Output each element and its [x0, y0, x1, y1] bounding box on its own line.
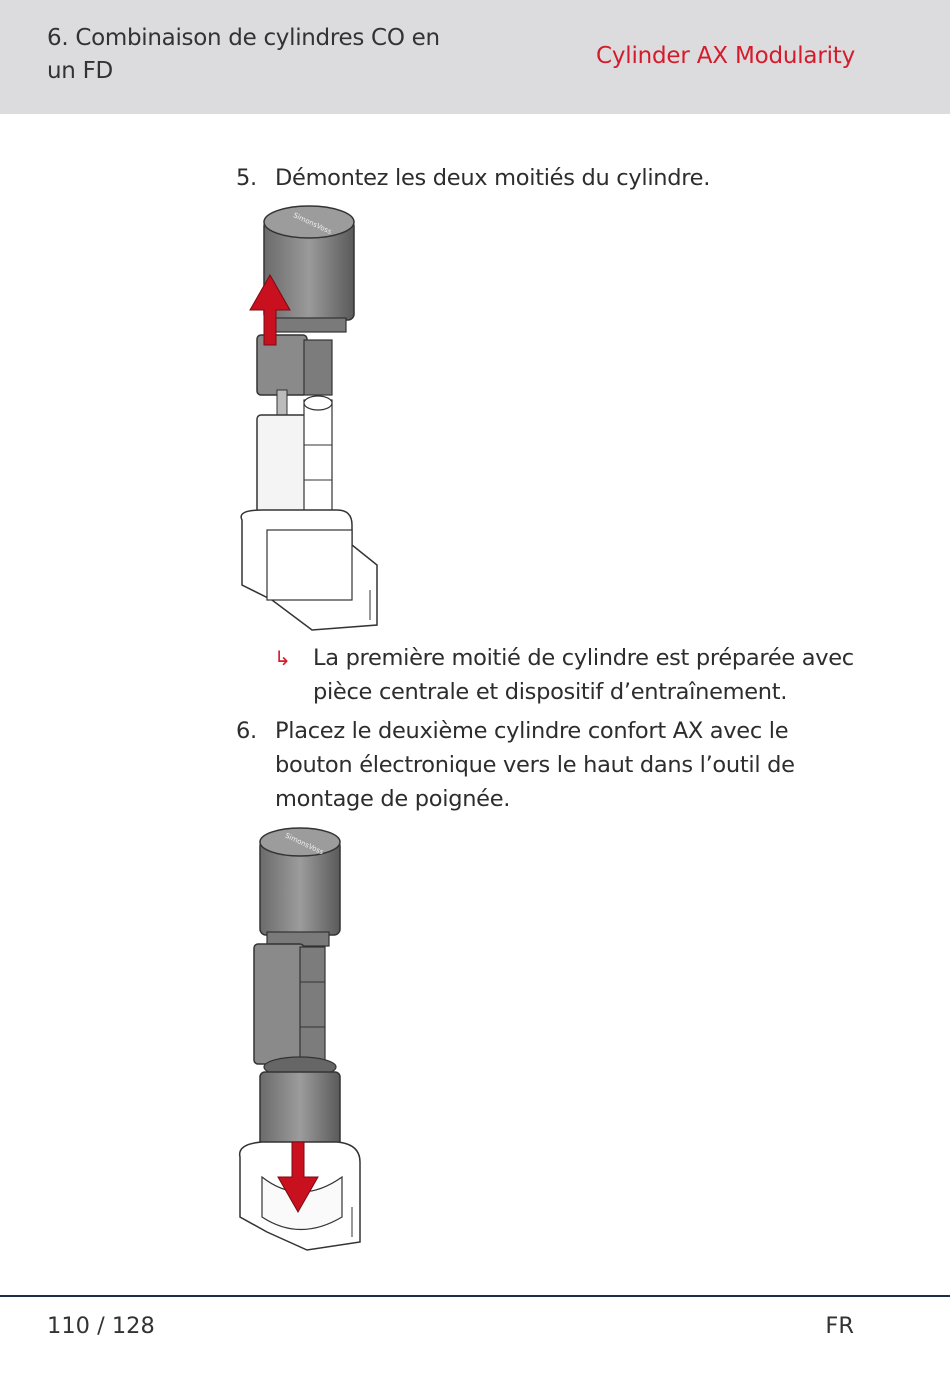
arrow-up-icon — [249, 273, 291, 346]
figure-dismantle-cylinder: SimonsVoss — [240, 205, 378, 631]
chapter-title: 6. Combinaison de cylindres CO en un FD — [47, 25, 440, 84]
result-arrow-icon: ↳ — [274, 646, 291, 670]
product-name: Cylinder AX Modularity — [596, 43, 855, 69]
arrow-down-icon — [277, 1141, 319, 1214]
step-number: 6. — [236, 718, 257, 744]
figure-insert-cylinder: SimonsVoss — [238, 827, 361, 1251]
result-text: La première moitié de cylindre est prépa… — [313, 645, 854, 705]
footer-rule — [0, 1295, 950, 1297]
language-code: FR — [825, 1313, 854, 1339]
page-number: 110 / 128 — [47, 1313, 155, 1339]
page-header: 6. Combinaison de cylindres CO en un FD … — [0, 0, 950, 114]
step-text: Placez le deuxième cylindre confort AX a… — [275, 718, 795, 812]
step-text: Démontez les deux moitiés du cylindre. — [275, 165, 711, 191]
step-number: 5. — [236, 165, 257, 191]
